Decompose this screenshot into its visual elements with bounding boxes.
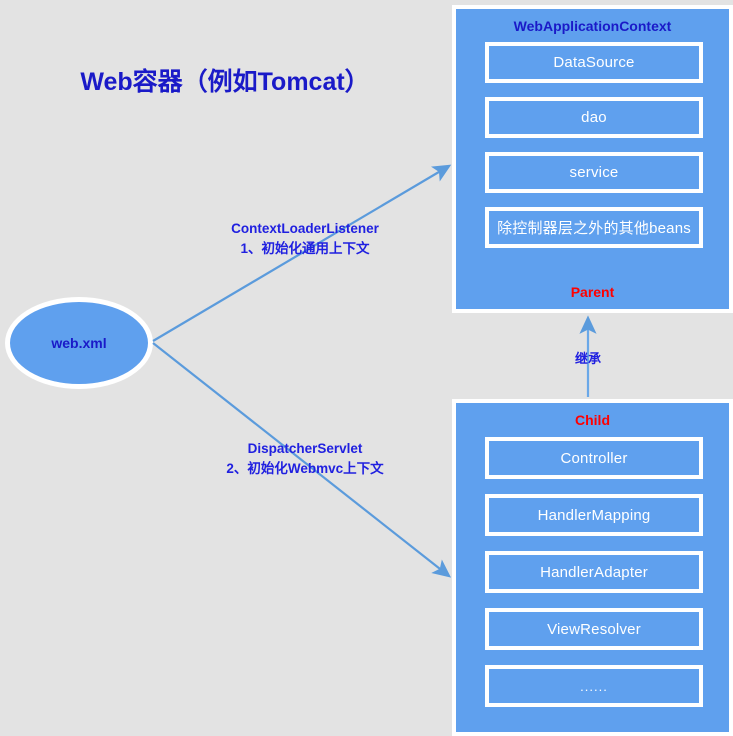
web-xml-node[interactable]: web.xml	[5, 297, 153, 389]
bean-box-datasource[interactable]: DataSource	[485, 42, 703, 83]
bean-label: dao	[581, 109, 607, 126]
bean-label: DataSource	[553, 54, 635, 71]
bean-box-view-resolver[interactable]: ViewResolver	[485, 608, 703, 650]
bean-box-service[interactable]: service	[485, 152, 703, 193]
bean-box-dao[interactable]: dao	[485, 97, 703, 138]
bean-box-handler-adapter[interactable]: HandlerAdapter	[485, 551, 703, 593]
bean-box-other-beans[interactable]: 除控制器层之外的其他beans	[485, 207, 703, 248]
inheritance-label: 继承	[574, 351, 601, 366]
parent-bean-list: DataSource dao service 除控制器层之外的其他beans	[456, 42, 729, 248]
flow-label-line2: 2、初始化Webmvc上下文	[226, 461, 384, 476]
bean-label: service	[569, 164, 619, 181]
flow-label-context-loader-listener: ContextLoaderListener 1、初始化通用上下文	[200, 219, 410, 259]
bean-label: ......	[580, 678, 608, 694]
web-xml-label: web.xml	[51, 335, 107, 351]
panel-child-heading-badge: Child	[575, 412, 610, 428]
bean-box-handler-mapping[interactable]: HandlerMapping	[485, 494, 703, 536]
panel-parent-context[interactable]: WebApplicationContext DataSource dao ser…	[452, 5, 733, 313]
page-title: Web容器（例如Tomcat）	[80, 68, 370, 96]
bean-box-more[interactable]: ......	[485, 665, 703, 707]
bean-box-controller[interactable]: Controller	[485, 437, 703, 479]
flow-label-dispatcher-servlet: DispatcherServlet 2、初始化Webmvc上下文	[200, 439, 410, 479]
panel-parent-footer-badge: Parent	[570, 284, 615, 300]
panel-parent-heading: WebApplicationContext	[513, 18, 672, 34]
bean-label: 除控制器层之外的其他beans	[497, 220, 691, 237]
ellipse-shape: web.xml	[5, 297, 153, 389]
child-bean-list: Controller HandlerMapping HandlerAdapter…	[456, 437, 729, 707]
flow-label-line1: ContextLoaderListener	[231, 221, 379, 236]
bean-label: ViewResolver	[547, 620, 641, 638]
bean-label: HandlerMapping	[537, 506, 651, 524]
panel-child-context[interactable]: Child Controller HandlerMapping HandlerA…	[452, 399, 733, 736]
bean-label: HandlerAdapter	[540, 563, 648, 581]
flow-label-line2: 1、初始化通用上下文	[240, 241, 370, 256]
bean-label: Controller	[560, 449, 628, 467]
flow-label-line1: DispatcherServlet	[247, 441, 363, 456]
